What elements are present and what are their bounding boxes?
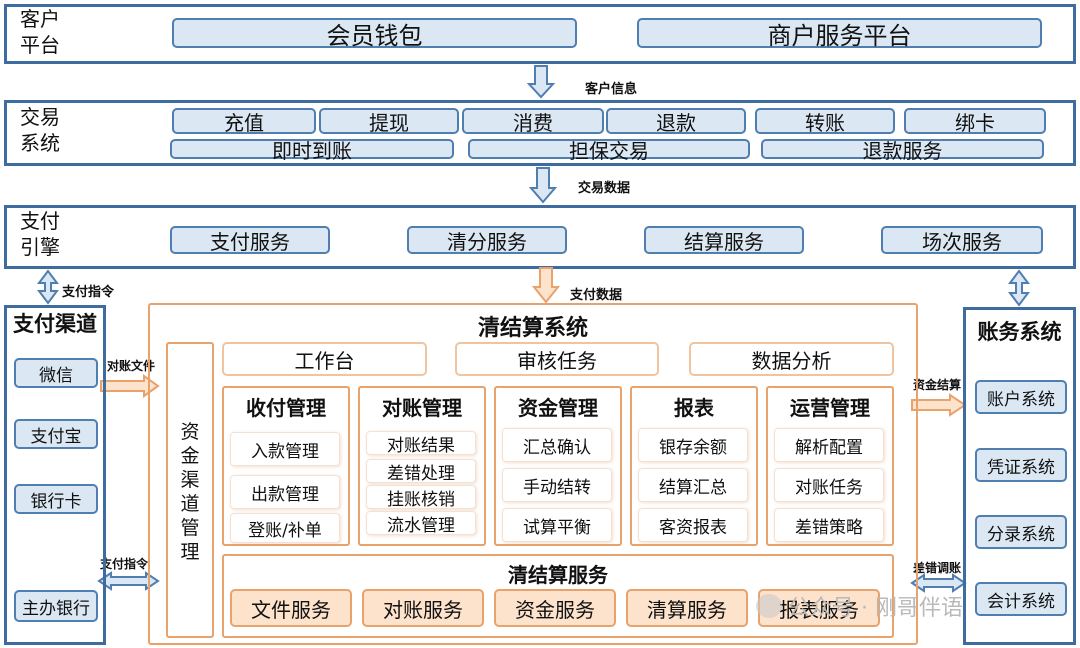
module-ops-item: 解析配置: [774, 428, 884, 462]
module-fund-item: 手动结转: [502, 468, 612, 502]
label-pay-cmd-bottom: 支付指令: [100, 557, 149, 571]
accounting-voucher: 凭证系统: [975, 448, 1067, 482]
label-fund-settle: 资金结算: [913, 378, 962, 392]
module-recon-item: 对账结果: [366, 431, 476, 456]
payment-channel-title: 支付渠道: [13, 312, 97, 336]
accounting-ledger: 会计系统: [975, 582, 1067, 616]
engine-settlement-service: 结算服务: [644, 226, 804, 254]
service-file: 文件服务: [230, 589, 352, 627]
label-trade-data: 交易数据: [578, 181, 631, 196]
label-pay-cmd-top: 支付指令: [62, 285, 115, 300]
arrow-dbl-pay-cmd-top: [37, 269, 59, 305]
trade-system-layer: [4, 100, 1076, 166]
module-fund-mgmt-title: 资金管理: [518, 396, 598, 420]
service-recon: 对账服务: [362, 589, 484, 627]
review-task-box: 审核任务: [455, 342, 659, 376]
trade-item-guarantee: 担保交易: [468, 139, 750, 163]
module-payment-mgmt-title: 收付管理: [246, 396, 326, 420]
module-report-item: 客资报表: [638, 508, 748, 542]
service-fund: 资金服务: [494, 589, 616, 627]
trade-item-instant: 即时到账: [170, 139, 454, 163]
module-report: [630, 386, 758, 546]
clearing-system-panel: [148, 303, 918, 645]
trade-item-withdraw: 提现: [319, 108, 459, 135]
trade-item-refund-service: 退款服务: [761, 139, 1044, 163]
clearing-system-title: 清结算系统: [477, 316, 588, 341]
module-report-item: 银存余额: [638, 428, 748, 462]
module-fund-item: 试算平衡: [502, 508, 612, 542]
trade-item-bind-card: 绑卡: [904, 108, 1046, 135]
accounting-entry: 分录系统: [975, 515, 1067, 549]
clearing-service-title: 清结算服务: [508, 563, 608, 587]
engine-session-service: 场次服务: [881, 226, 1043, 254]
arrow-dbl-error-adjust: [910, 573, 967, 593]
accounting-system-panel: [963, 307, 1076, 645]
module-fund-item: 汇总确认: [502, 428, 612, 462]
trade-item-recharge: 充值: [172, 108, 316, 135]
module-recon-mgmt: [358, 386, 486, 546]
accounting-system-title: 账务系统: [977, 320, 1062, 344]
arrow-down-pay-data: [531, 267, 561, 304]
accounting-account: 账户系统: [975, 380, 1067, 414]
label-recon-file: 对账文件: [107, 359, 156, 373]
channel-wechat: 微信: [14, 358, 98, 388]
module-payment-item: 入款管理: [230, 432, 340, 466]
arrow-dbl-accounting: [1008, 269, 1030, 307]
merchant-platform-box: 商户服务平台: [637, 18, 1042, 50]
trade-item-refund: 退款: [606, 108, 746, 135]
workbench-box: 工作台: [222, 342, 427, 376]
data-analysis-box: 数据分析: [689, 342, 894, 376]
module-recon-item: 差错处理: [366, 459, 476, 484]
fund-channel-mgmt-label: 资金渠道管理: [180, 421, 200, 563]
channel-host-bank: 主办银行: [14, 590, 98, 622]
trade-item-consume: 消费: [462, 108, 604, 135]
module-recon-mgmt-title: 对账管理: [382, 396, 462, 420]
channel-alipay: 支付宝: [14, 419, 98, 449]
module-ops-item: 对账任务: [774, 468, 884, 502]
engine-clearing-service: 清分服务: [407, 226, 567, 254]
service-clearing: 清算服务: [626, 589, 748, 627]
arrow-down-trade-data: [528, 167, 558, 204]
payment-engine-label: 支付 引擎: [20, 209, 60, 259]
engine-pay-service: 支付服务: [170, 226, 330, 254]
watermark-text: 公众号 · 刚哥伴语: [788, 596, 963, 621]
service-report: 报表服务: [758, 589, 880, 627]
module-ops-item: 差错策略: [774, 508, 884, 542]
module-recon-item: 流水管理: [366, 511, 476, 536]
watermark-logo-icon: [756, 594, 782, 618]
channel-bank-card: 银行卡: [14, 484, 98, 514]
arrow-right-recon-file: [100, 374, 160, 398]
module-fund-mgmt: [494, 386, 622, 546]
arrow-dbl-pay-cmd-bottom: [97, 571, 160, 591]
fund-channel-mgmt: [166, 342, 214, 638]
member-wallet-box: 会员钱包: [172, 18, 577, 50]
module-report-title: 报表: [674, 396, 714, 420]
arrow-down-customer-info: [526, 65, 556, 99]
label-error-adjust: 差错调账: [913, 561, 962, 575]
module-payment-item: 出款管理: [230, 475, 340, 509]
module-payment-mgmt: [222, 386, 350, 546]
payment-channel-panel: [4, 305, 106, 645]
module-ops-mgmt: [766, 386, 894, 546]
module-report-item: 结算汇总: [638, 468, 748, 502]
arrow-right-fund-settle: [911, 393, 967, 417]
trade-system-label: 交易 系统: [20, 105, 60, 155]
label-customer-info: 客户信息: [585, 82, 638, 97]
clearing-service-panel: [222, 554, 894, 638]
trade-item-transfer: 转账: [755, 108, 895, 135]
module-payment-item: 登账/补单: [230, 513, 340, 543]
module-recon-item: 挂账核销: [366, 485, 476, 510]
module-ops-mgmt-title: 运营管理: [790, 396, 870, 420]
customer-platform-label: 客户 平台: [20, 7, 60, 57]
customer-platform-layer: [4, 4, 1076, 64]
label-pay-data: 支付数据: [570, 288, 623, 303]
